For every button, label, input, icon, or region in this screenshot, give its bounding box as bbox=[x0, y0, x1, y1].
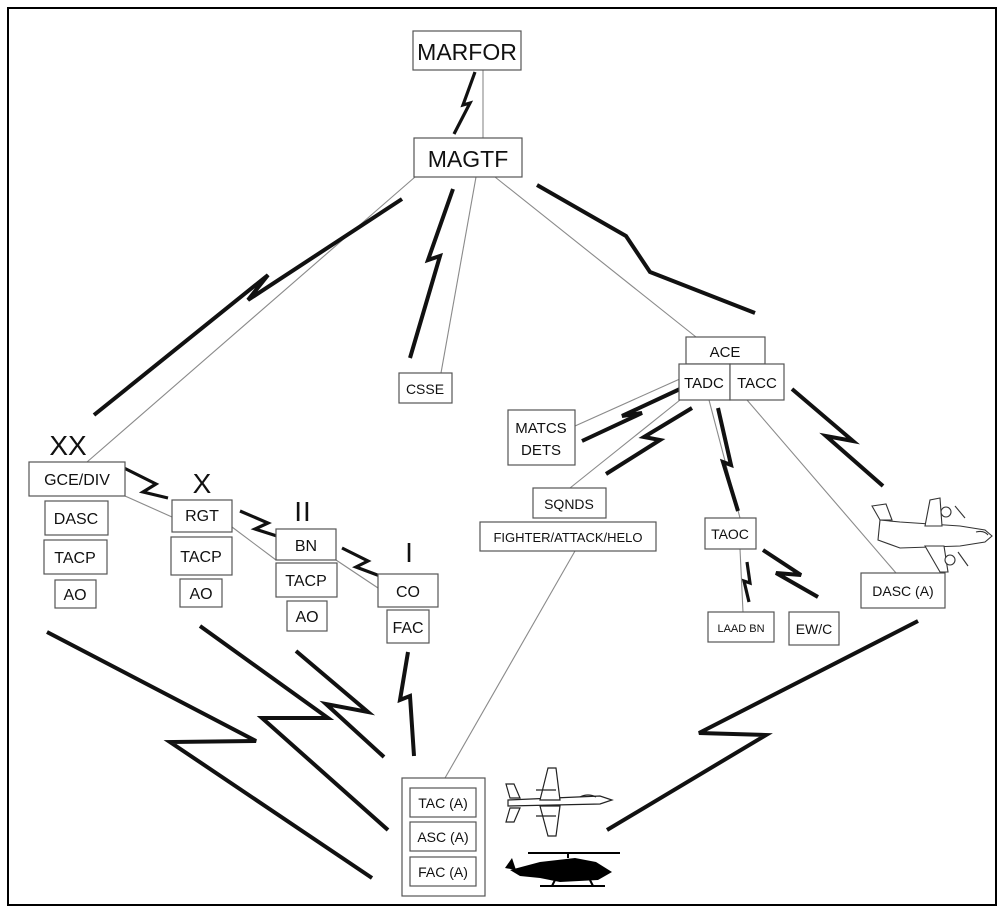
connector-magtf-gce bbox=[86, 176, 416, 463]
matcs-label: MATCS bbox=[515, 420, 566, 437]
magtf-label: MAGTF bbox=[428, 146, 509, 172]
radio-link-icon bbox=[408, 188, 455, 359]
matcs-dets-box bbox=[507, 409, 576, 466]
csse-box bbox=[398, 372, 453, 404]
radio-link-icon bbox=[605, 619, 919, 832]
tadc-label: TADC bbox=[684, 375, 724, 392]
radio-link-icon bbox=[294, 649, 386, 759]
connector-gce-rgt bbox=[124, 495, 173, 518]
diagram-border bbox=[7, 7, 997, 906]
ao-label-2: AO bbox=[189, 586, 212, 603]
echelon-battalion: II bbox=[294, 496, 312, 527]
radio-link-icon bbox=[452, 71, 477, 135]
dasc-label: DASC bbox=[54, 511, 98, 528]
ace-label: ACE bbox=[710, 344, 741, 361]
radio-link-icon bbox=[790, 387, 885, 488]
echelon-markers: XX X II I bbox=[49, 430, 413, 568]
tacp-label-2: TACP bbox=[180, 549, 221, 566]
fac-label: FAC bbox=[392, 620, 423, 637]
connector-fighter-tac-a bbox=[444, 550, 576, 779]
tadc-box bbox=[678, 363, 731, 401]
ao-label-1: AO bbox=[63, 587, 86, 604]
radio-link-icon bbox=[198, 624, 390, 832]
tacp-box-2 bbox=[170, 536, 233, 576]
attack-helicopter-icon bbox=[505, 852, 620, 887]
rgt-area bbox=[171, 499, 233, 533]
tacp-label-3: TACP bbox=[285, 573, 326, 590]
ao-label-3: AO bbox=[295, 609, 318, 626]
radio-link-icon bbox=[741, 561, 752, 603]
marfor-label: MARFOR bbox=[417, 39, 517, 65]
transport-aircraft-icon bbox=[871, 497, 993, 573]
co-box bbox=[377, 573, 439, 608]
fac-box bbox=[386, 609, 430, 644]
connector-tadc-matcs bbox=[574, 377, 683, 427]
ewc-box bbox=[788, 611, 840, 646]
radio-link-icon bbox=[716, 407, 740, 512]
fighter-attack-helo-label: FIGHTER/ATTACK/HELO bbox=[493, 530, 642, 545]
radio-links bbox=[46, 71, 919, 880]
fighter-attack-helo-box bbox=[479, 521, 657, 552]
radio-link-icon bbox=[46, 630, 374, 880]
dets-label: DETS bbox=[521, 442, 561, 459]
csse-label: CSSE bbox=[406, 381, 444, 397]
ewc-label: EW/C bbox=[796, 621, 833, 637]
dasc-a-label: DASC (A) bbox=[872, 583, 933, 599]
bn-label: BN bbox=[295, 538, 317, 555]
radio-link-icon bbox=[397, 651, 416, 757]
radio-link-icon bbox=[761, 548, 819, 599]
radio-link-icon bbox=[536, 183, 756, 315]
laad-bn-box bbox=[707, 611, 775, 643]
marfor-box bbox=[412, 30, 522, 71]
ao-box-1 bbox=[54, 579, 97, 609]
connector-magtf-csse bbox=[440, 176, 477, 374]
dasc-a-box bbox=[860, 572, 946, 609]
tacc-box bbox=[729, 363, 785, 401]
bn-box bbox=[275, 528, 337, 561]
connector-magtf-ace bbox=[494, 176, 697, 338]
taoc-box bbox=[704, 517, 757, 550]
radio-link-icon bbox=[239, 509, 281, 539]
fac-a-box bbox=[409, 856, 477, 887]
dasc-box bbox=[44, 500, 109, 536]
echelon-regiment: X bbox=[193, 468, 212, 499]
radio-link-icon bbox=[341, 546, 381, 578]
sqnds-label: SQNDS bbox=[544, 496, 594, 512]
ao-box-3 bbox=[286, 600, 328, 632]
magtf-box bbox=[413, 137, 523, 178]
echelon-company: I bbox=[405, 537, 413, 568]
connector-taoc-laad bbox=[739, 548, 744, 613]
tac-a-label: TAC (A) bbox=[418, 795, 468, 811]
asc-a-label: ASC (A) bbox=[417, 829, 468, 845]
node-boxes: MARFOR MAGTF CSSE ACE TADC TACC MATCS DE… bbox=[28, 30, 946, 897]
radio-link-icon bbox=[123, 466, 169, 500]
co-label: CO bbox=[396, 584, 420, 601]
fac-a-label: FAC (A) bbox=[418, 864, 468, 880]
connector-bn-co bbox=[335, 559, 379, 589]
fighter-jet-icon bbox=[505, 767, 614, 837]
tacp-box-1 bbox=[43, 539, 108, 575]
gce-div-label: GCE/DIV bbox=[44, 472, 110, 489]
gce-div-box bbox=[28, 461, 126, 497]
tacp-label-1: TACP bbox=[54, 550, 95, 567]
connector-rgt-bn bbox=[231, 526, 277, 561]
echelon-division: XX bbox=[49, 430, 87, 461]
tacp-box-3 bbox=[275, 562, 338, 598]
tac-a-box bbox=[409, 787, 477, 818]
ao-box-2 bbox=[179, 578, 223, 608]
sqnds-box bbox=[532, 487, 607, 519]
rgt-label: RGT bbox=[185, 508, 219, 525]
asc-a-box bbox=[409, 821, 477, 852]
tacc-label: TACC bbox=[737, 375, 777, 392]
taoc-label: TAOC bbox=[711, 526, 749, 542]
connector-tadc-sqnds bbox=[569, 399, 681, 489]
laad-bn-label: LAAD BN bbox=[717, 623, 764, 635]
radio-link-icon bbox=[604, 406, 694, 476]
radio-link-icon bbox=[581, 387, 681, 443]
radio-link-icon bbox=[92, 197, 404, 417]
connector-tacc-dasc-a bbox=[746, 399, 897, 574]
